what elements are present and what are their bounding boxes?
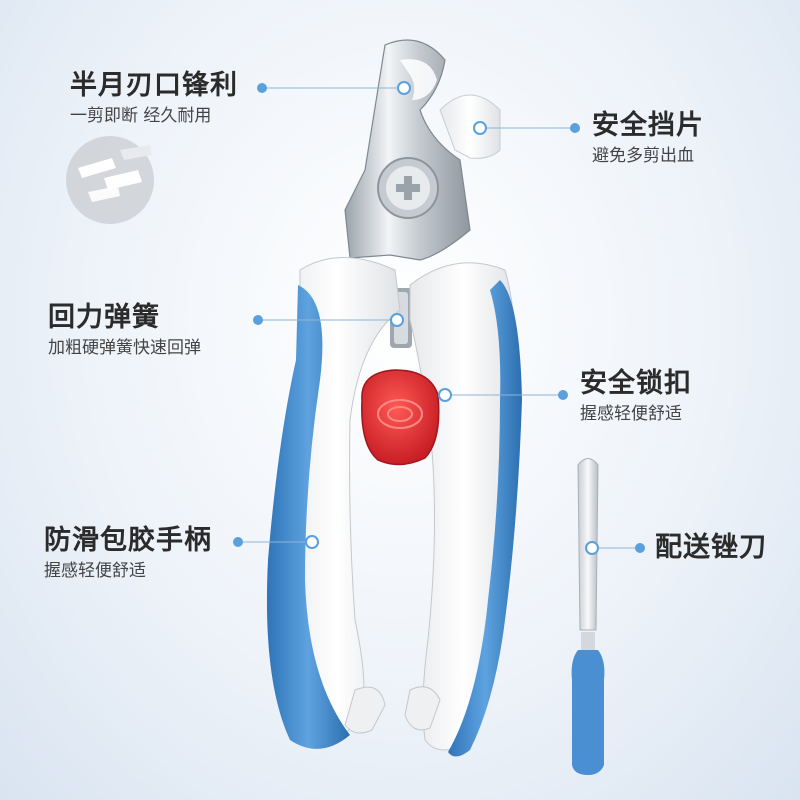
callout-lock-title: 安全锁扣	[580, 368, 692, 399]
nail-file	[571, 458, 605, 775]
callout-handle: 防滑包胶手柄 握感轻便舒适	[44, 525, 212, 583]
callout-guard-title: 安全挡片	[592, 110, 704, 141]
callout-lock-subtitle: 握感轻便舒适	[580, 404, 682, 424]
callout-handle-title: 防滑包胶手柄	[44, 525, 212, 556]
broken-nail-icon	[66, 136, 154, 224]
safety-guard	[439, 94, 501, 159]
left-grip	[266, 285, 350, 749]
callout-dots	[233, 81, 645, 555]
callout-blade-title: 半月刃口锋利	[70, 70, 238, 101]
callout-file-title: 配送锉刀	[655, 532, 767, 563]
callout-spring: 回力弹簧 加粗硬弹簧快速回弹	[48, 302, 201, 360]
callout-guard-subtitle: 避免多剪出血	[592, 146, 694, 166]
callout-lines	[238, 87, 640, 549]
callout-blade: 半月刃口锋利 一剪即断 经久耐用	[70, 70, 238, 128]
callout-blade-subtitle: 一剪即断 经久耐用	[70, 106, 212, 126]
right-grip	[448, 280, 522, 757]
safety-lock-button	[361, 369, 440, 466]
callout-spring-subtitle: 加粗硬弹簧快速回弹	[48, 338, 201, 358]
cross-screw-icon	[377, 157, 439, 219]
blade-head	[344, 39, 471, 261]
callout-spring-title: 回力弹簧	[48, 302, 160, 333]
callout-file: 配送锉刀	[655, 532, 767, 564]
callout-handle-subtitle: 握感轻便舒适	[44, 561, 146, 581]
callout-guard: 安全挡片 避免多剪出血	[592, 110, 704, 168]
callout-lock: 安全锁扣 握感轻便舒适	[580, 368, 692, 426]
